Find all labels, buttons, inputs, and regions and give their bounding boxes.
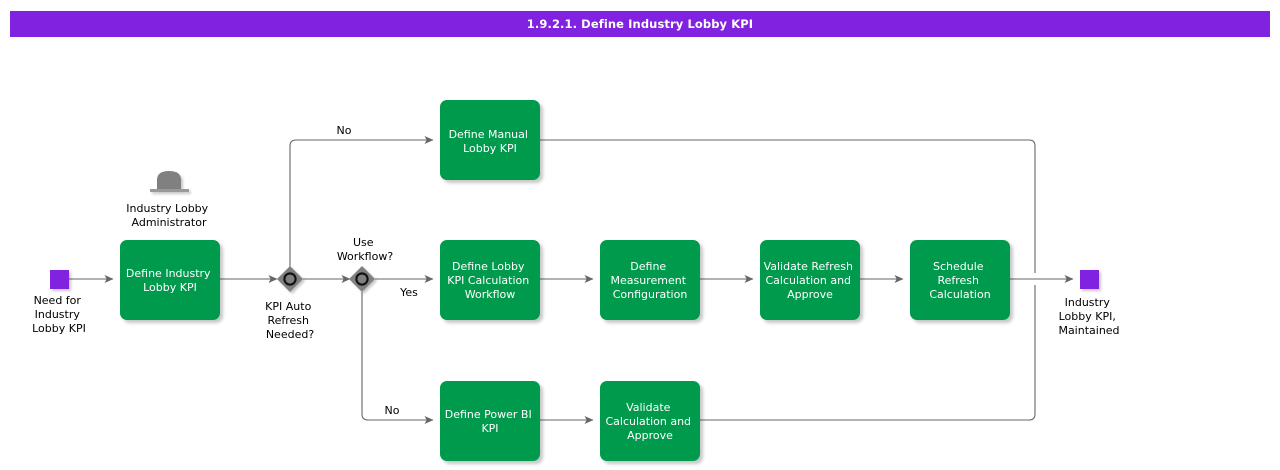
task-define-power-bi-kpi[interactable]: Define Power BI KPI bbox=[440, 381, 540, 461]
task-validate-calculation-and-approve[interactable]: Validate Calculation and Approve bbox=[600, 381, 700, 461]
actor-icon bbox=[150, 171, 189, 192]
task-label: Schedule Refresh Calculation bbox=[929, 260, 990, 301]
gateway-label: Use Workflow? bbox=[337, 236, 394, 263]
task-define-manual-lobby-kpi[interactable]: Define Manual Lobby KPI bbox=[440, 100, 540, 180]
task-define-industry-lobby-kpi[interactable]: Define Industry Lobby KPI bbox=[120, 240, 220, 320]
connector-layer bbox=[68, 136, 1074, 424]
actor-industry-lobby-administrator: Industry Lobby Administrator bbox=[126, 171, 211, 229]
task-label: Define Manual Lobby KPI bbox=[449, 128, 532, 155]
task-label: Validate Calculation and Approve bbox=[605, 401, 694, 442]
edge-gw1-to-manual-kpi bbox=[289, 136, 434, 267]
edge-label-yes-middle: Yes bbox=[399, 286, 418, 299]
task-schedule-refresh-calculation[interactable]: Schedule Refresh Calculation bbox=[910, 240, 1010, 320]
end-event[interactable]: Industry Lobby KPI, Maintained bbox=[1058, 270, 1120, 337]
gateway-kpi-auto-refresh-needed[interactable]: KPI Auto Refresh Needed? bbox=[265, 266, 315, 341]
task-label: Define Industry Lobby KPI bbox=[126, 267, 214, 294]
edge-label-no-top: No bbox=[337, 124, 352, 137]
end-event-label: Industry Lobby KPI, Maintained bbox=[1058, 296, 1119, 337]
task-validate-refresh-calculation-and-approve[interactable]: Validate Refresh Calculation and Approve bbox=[760, 240, 860, 320]
task-define-lobby-kpi-calculation-workflow[interactable]: Define Lobby KPI Calculation Workflow bbox=[440, 240, 540, 320]
gateway-label: KPI Auto Refresh Needed? bbox=[265, 300, 315, 341]
page-title: 1.9.2.1. Define Industry Lobby KPI bbox=[526, 17, 754, 31]
task-label: Validate Refresh Calculation and Approve bbox=[764, 260, 857, 301]
task-label: Define Measurement Configuration bbox=[610, 260, 689, 301]
task-label: Define Lobby KPI Calculation Workflow bbox=[447, 260, 532, 301]
start-event-label: Need for Industry Lobby KPI bbox=[32, 294, 86, 335]
edge-manual-kpi-to-merge bbox=[540, 139, 1036, 273]
edge-validate-calc-to-merge bbox=[700, 285, 1036, 421]
task-define-measurement-configuration[interactable]: Define Measurement Configuration bbox=[600, 240, 700, 320]
start-event[interactable]: Need for Industry Lobby KPI bbox=[32, 270, 86, 335]
edge-gw2-to-powerbi bbox=[361, 292, 434, 424]
actor-label: Industry Lobby Administrator bbox=[126, 202, 211, 229]
task-label: Define Power BI KPI bbox=[445, 408, 535, 435]
gateway-use-workflow[interactable]: Use Workflow? bbox=[337, 236, 394, 292]
title-banner: 1.9.2.1. Define Industry Lobby KPI bbox=[10, 11, 1270, 37]
edge-label-no-bottom: No bbox=[385, 404, 400, 417]
